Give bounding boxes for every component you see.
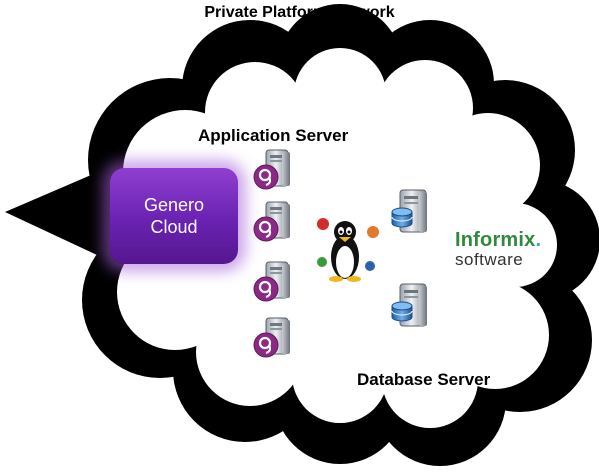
informix-dot: . [535, 229, 542, 251]
diagram-title: Private Platform Network [204, 4, 395, 21]
genero-label-line2: Cloud [150, 217, 198, 237]
linux-tux-icon [316, 216, 379, 282]
genero-cloud-box: Genero Cloud [110, 168, 238, 264]
database-server-label: Database Server [357, 370, 491, 389]
application-server-label: Application Server [198, 126, 349, 145]
genero-label-line1: Genero [143, 195, 205, 215]
informix-tagline: software [455, 250, 524, 269]
informix-logo: Informix. software [455, 229, 541, 270]
informix-name: Informix [455, 229, 536, 251]
